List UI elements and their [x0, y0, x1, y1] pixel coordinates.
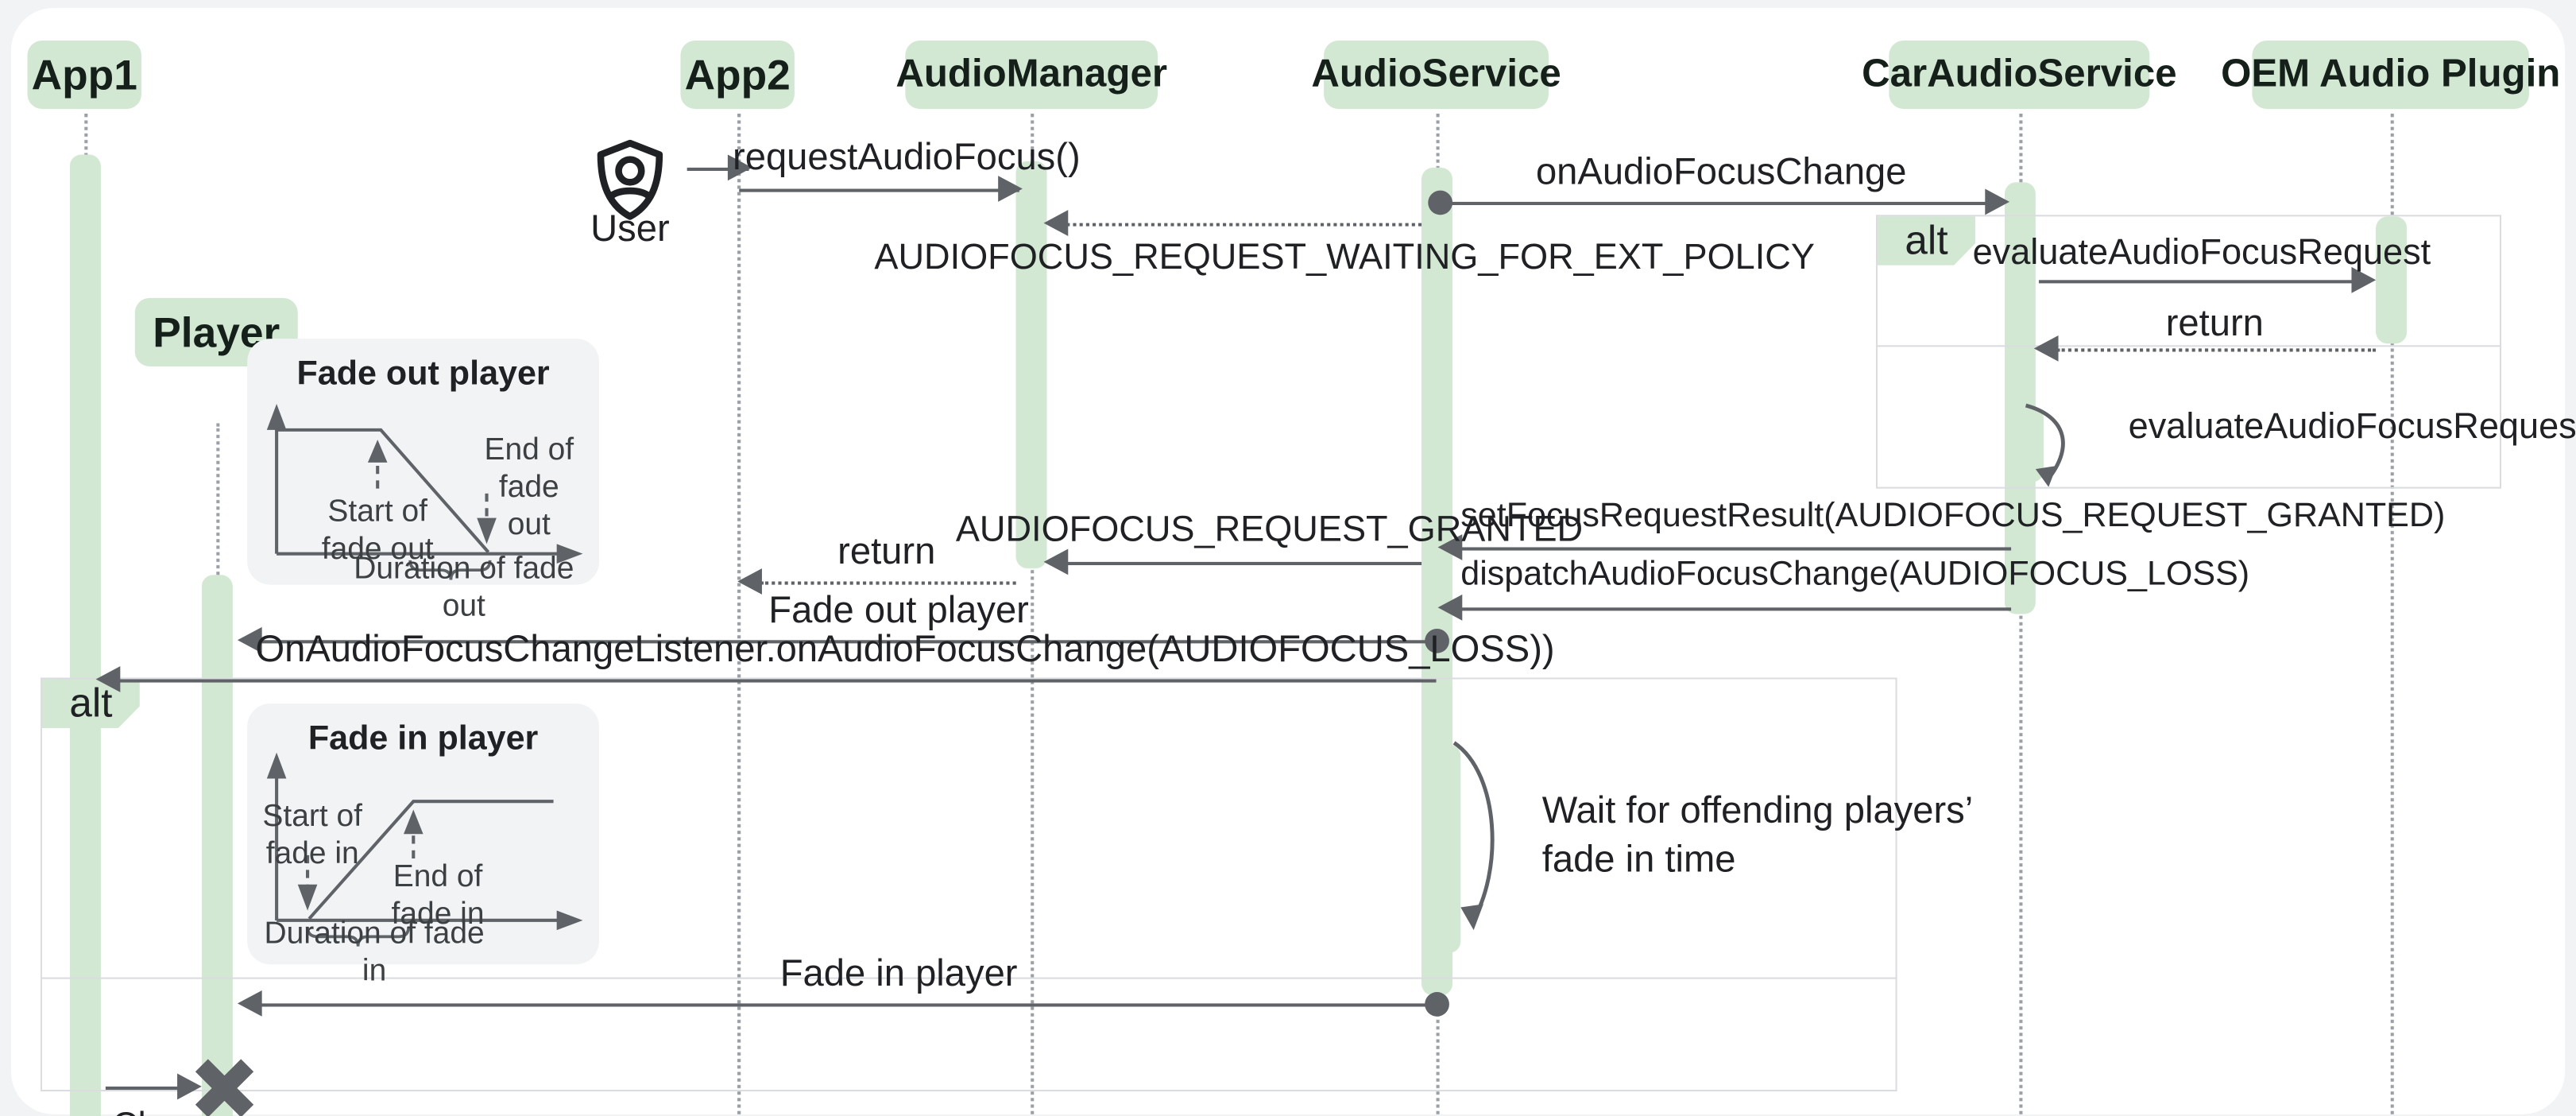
diagram-sheet: App1 Player App2 AudioManager AudioServi… [11, 8, 2576, 1116]
alt-fragment-right-divider [1875, 345, 2502, 347]
message-line-user-app2 [687, 167, 749, 171]
message-arrow-onaudiofocuschange [1985, 188, 2010, 215]
message-label-evaluateaudiofocusrequest: evaluateAudioFocusRequest [1972, 231, 2431, 273]
lifeline-oemplugin [2390, 114, 2394, 1116]
participant-app1[interactable]: App1 [27, 40, 141, 110]
message-line-audiofocus-granted [1066, 561, 1422, 566]
participant-label: AudioService [1311, 52, 1561, 96]
message-label-dispatchaudiofocuschange: dispatchAudioFocusChange(AUDIOFOCUS_LOSS… [1460, 555, 2250, 593]
chart-label-end-fade-out: End of fade out [484, 432, 574, 544]
alt-fragment-left [40, 677, 1897, 1092]
activation-audiomanager [1015, 161, 1047, 569]
participant-label: App2 [684, 49, 791, 99]
user-shield-icon [597, 139, 663, 220]
participant-label: CarAudioService [1862, 52, 2177, 96]
activation-audioservice-self [1436, 744, 1461, 953]
activation-audioservice-1 [1421, 167, 1453, 562]
message-line-dispatchaudiofocuschange [1457, 607, 2012, 611]
message-arrow-audiofocus-granted [1043, 548, 1069, 575]
chart-label-start-fade-in: Start of fade in [262, 800, 362, 872]
message-label-return-oem: return [2165, 300, 2264, 344]
message-line-evaluateaudiofocusrequest [2038, 280, 2360, 284]
fade-in-chart [266, 752, 583, 947]
message-line-fadein [258, 1003, 1437, 1007]
participant-audiomanager[interactable]: AudioManager [895, 40, 1167, 110]
note-fade-in-player: Fade in player Start of fade in [247, 703, 599, 989]
participant-caraudioservice[interactable]: CarAudioService [1862, 40, 2177, 110]
message-arrow-waiting-ext-policy [1043, 210, 1069, 236]
alt-fragment-left-label: alt [41, 679, 140, 728]
chart-label-end-fade-in: End of fade in [391, 860, 485, 932]
participant-audioservice[interactable]: AudioService [1311, 40, 1561, 110]
message-label-wait-fade-in: Wait for offending players’ fade in time [1541, 788, 1974, 880]
note-fade-out-player: Fade out player Start of fade out [247, 339, 599, 624]
participant-player[interactable]: Player [134, 297, 298, 366]
message-arrow-evaluateaudiofocusrequest [2351, 266, 2377, 293]
participant-label: App1 [31, 49, 137, 99]
message-arrow-user-app2 [727, 154, 752, 181]
message-line-waiting-ext-policy [1066, 223, 1422, 227]
message-arrow-fadeout [237, 626, 262, 653]
message-line-requestaudiofocus [739, 188, 1019, 192]
message-arrow-setfocusrequestresult [1437, 534, 1463, 560]
actor-label: User [590, 207, 670, 250]
message-label-fadein: Fade in player [779, 951, 1018, 994]
message-label-requestaudiofocus: requestAudioFocus() [733, 134, 1081, 178]
message-arrow-return-audiomanager [737, 568, 762, 595]
message-arrow-onaudiofocuschangelistener [95, 666, 121, 692]
message-line-return-audiomanager [760, 581, 1016, 585]
alt-fragment-left-divider [40, 977, 1897, 979]
message-label-waiting-ext-policy: AUDIOFOCUS_REQUEST_WAITING_FOR_EXT_POLIC… [874, 235, 1815, 277]
lifeline-app2 [737, 114, 741, 1116]
alt-fragment-right-label: alt [1878, 216, 1975, 265]
lifeline-audiomanager [1031, 114, 1035, 1116]
note-title-fade-out: Fade out player [296, 355, 550, 393]
participant-label: AudioManager [895, 52, 1167, 96]
message-line-fadeout [258, 640, 1437, 644]
message-label-onaudiofocuschange: onAudioFocusChange [1535, 149, 1907, 192]
activation-caraudioservice [2004, 182, 2036, 614]
message-label-onaudiofocuschangelistener: OnAudioFocusChangeListener.onAudioFocusC… [255, 626, 1555, 670]
fade-out-chart [266, 404, 583, 580]
lifeline-caraudioservice [2019, 114, 2023, 1116]
message-arrow-fadein [237, 990, 262, 1017]
activation-app1 [69, 154, 101, 1116]
message-line-onaudiofocuschange [1441, 201, 1992, 206]
activation-oemplugin [2376, 216, 2408, 344]
participant-label: OEM Audio Plugin [2221, 52, 2561, 96]
activation-player [201, 575, 233, 1116]
message-arrow-requestaudiofocus [998, 176, 1023, 202]
destroy-x-icon [195, 1059, 254, 1116]
message-line-setfocusrequestresult [1457, 547, 2012, 551]
message-label-fadeout: Fade out player [768, 587, 1029, 631]
alt-fragment-right [1875, 215, 2502, 489]
message-label-evaluateinternally: evaluateAudioFocusRequestInternally [2128, 405, 2576, 447]
participant-app2[interactable]: App2 [680, 40, 795, 110]
message-label-close-track: Close the track [112, 1102, 307, 1116]
participant-oemplugin[interactable]: OEM Audio Plugin [2221, 40, 2560, 110]
chart-label-duration-fade-in: Duration of fade in [264, 916, 485, 990]
message-line-close-track [105, 1086, 195, 1091]
message-arrow-close-track [177, 1073, 202, 1100]
self-message-loop-caraudioservice [2025, 403, 2065, 487]
chart-label-start-fade-out: Start of fade out [321, 494, 434, 568]
note-title-fade-in: Fade in player [307, 719, 539, 758]
message-arrow-dispatchaudiofocuschange [1437, 594, 1463, 621]
message-label-return-audiomanager: return [837, 529, 936, 572]
self-message-loop-audioservice [1452, 741, 1495, 931]
fragment-label-text: alt [1905, 217, 1948, 263]
message-arrow-return-oem [2033, 335, 2059, 362]
message-line-onaudiofocuschangelistener [117, 679, 1437, 683]
chart-label-duration-fade-out: Duration of fade out [354, 552, 574, 625]
message-line-return-oem [2056, 348, 2377, 352]
message-label-setfocusrequestresult: setFocusRequestResult(AUDIOFOCUS_REQUEST… [1460, 496, 2446, 535]
message-label-audiofocus-granted: AUDIOFOCUS_REQUEST_GRANTED [955, 508, 1584, 549]
